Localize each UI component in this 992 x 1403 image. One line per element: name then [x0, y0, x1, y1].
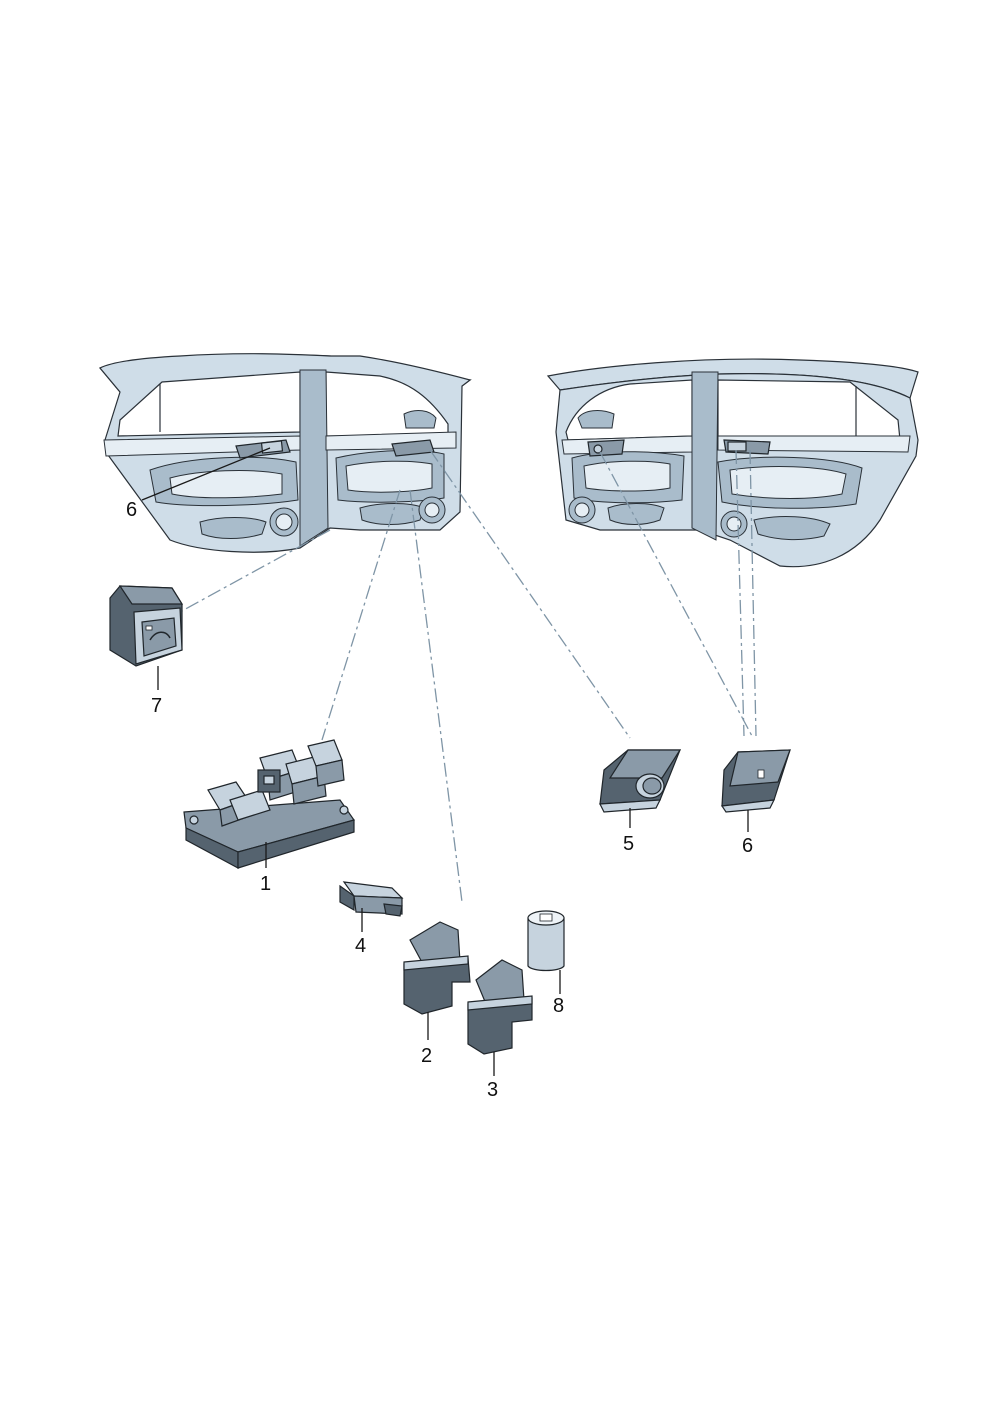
part-1-window-switch-block: [183, 739, 355, 870]
part-7-switch: [109, 585, 184, 667]
callout-6-left: 6: [126, 499, 137, 521]
callout-5: 5: [623, 833, 634, 855]
part-2-window-switch: [403, 921, 471, 1015]
callout-8: 8: [553, 995, 564, 1017]
part-4-small-switch: [339, 881, 404, 917]
callout-numbers: 6 7 1 4 2 3 8 5 6: [126, 499, 753, 1101]
callout-2: 2: [421, 1045, 432, 1067]
left-door-panels: [99, 353, 472, 553]
callout-6-right: 6: [742, 835, 753, 857]
solid-leaders: [141, 447, 749, 1076]
dashed-leaders: [179, 449, 757, 903]
part-3-window-switch: [467, 959, 533, 1055]
callout-3: 3: [487, 1079, 498, 1101]
right-door-panels: [546, 358, 919, 568]
part-5-mirror-switch: [599, 749, 682, 813]
callout-4: 4: [355, 935, 366, 957]
part-6-lock-switch: [720, 749, 791, 813]
callout-7: 7: [151, 695, 162, 717]
part-8-cap: [527, 910, 565, 972]
callout-1: 1: [260, 873, 271, 895]
